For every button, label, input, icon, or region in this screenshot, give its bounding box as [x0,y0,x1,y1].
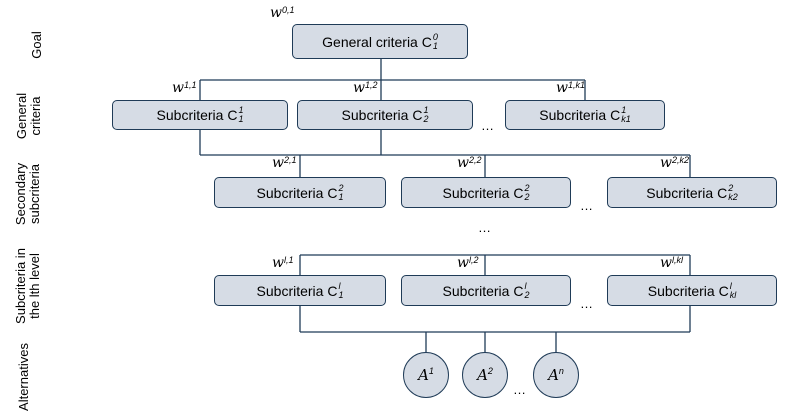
ellipsis: … [478,220,492,235]
weight-label: wl,kl [660,254,683,271]
row-label-goal: Goal [29,31,44,59]
row-label-alternatives: Alternatives [16,343,31,411]
weight-label: wl,2 [457,254,479,271]
weight-label: w1,2 [353,79,378,96]
weight-label: w1,1 [172,79,197,96]
weight-label: w2,2 [457,154,482,171]
ellipsis: … [481,118,495,133]
ellipsis: … [513,382,527,397]
weight-label: w1,k1 [556,79,585,96]
weight-label: wl,1 [272,254,294,271]
weight-label: w2,k2 [660,154,689,171]
ellipsis: … [580,198,594,213]
ellipsis: … [580,296,594,311]
weight-label: w2,1 [272,154,297,171]
weight-label: w0,1 [270,4,295,21]
